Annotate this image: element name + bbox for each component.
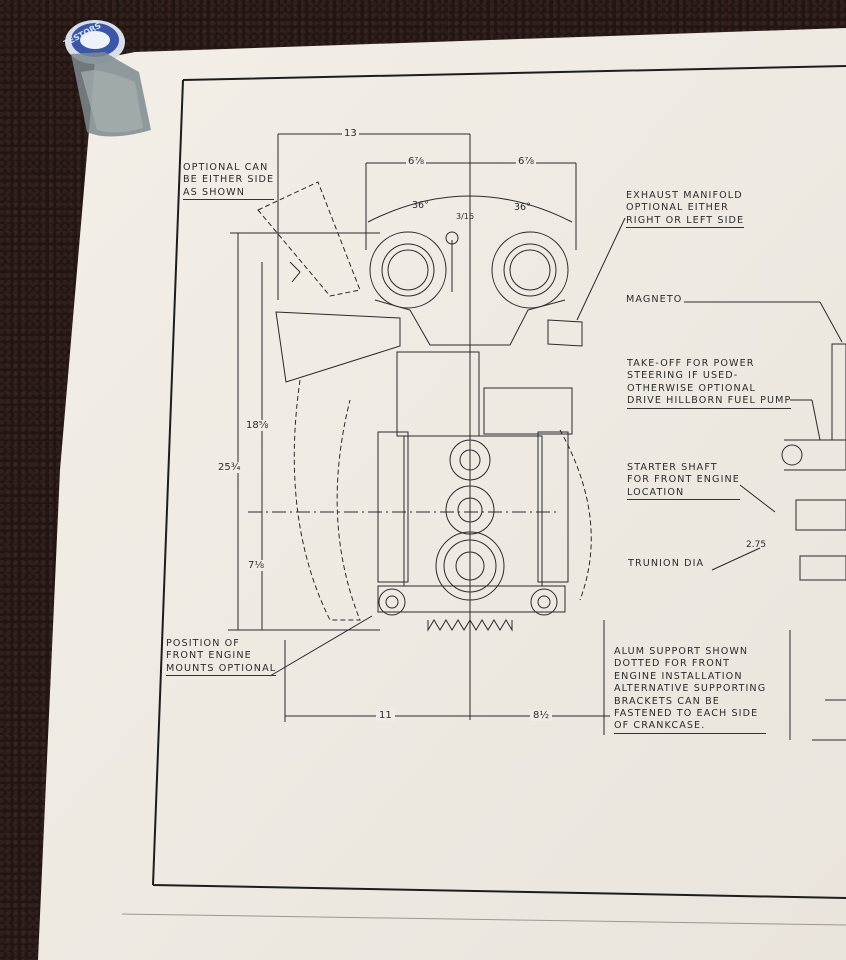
dim-angle-right: 36° (514, 202, 531, 213)
dim-top-width: 13 (342, 128, 359, 139)
dim-left-half: 6⅞ (406, 156, 427, 167)
dim-height-low: 7⅛ (248, 560, 265, 571)
dim-angle-left: 36° (412, 200, 429, 211)
dim-bottom-right: 8½ (530, 710, 553, 721)
trunion-value: 2.75 (746, 540, 767, 550)
dim-bottom-left: 11 (376, 710, 395, 721)
dim-small-fraction: 3/16 (456, 212, 474, 221)
dim-height-mid: 18⅝ (246, 420, 269, 431)
callout-exhaust-manifold: EXHAUST MANIFOLD OPTIONAL EITHER RIGHT O… (626, 190, 745, 229)
callout-take-off: TAKE-OFF FOR POWER STEERING IF USED- OTH… (627, 358, 792, 409)
callout-optional-can: OPTIONAL CAN BE EITHER SIDE AS SHOWN (183, 162, 275, 201)
paint-bottle (65, 20, 151, 137)
dim-height-total: 25¾ (218, 462, 241, 473)
dim-right-half: 6⅞ (516, 156, 537, 167)
callout-trunion: TRUNION DIA (628, 558, 705, 569)
callout-alum-support: ALUM SUPPORT SHOWN DOTTED FOR FRONT ENGI… (614, 646, 767, 734)
callout-starter-shaft: STARTER SHAFT FOR FRONT ENGINE LOCATION (627, 462, 740, 501)
callout-engine-mounts: POSITION OF FRONT ENGINE MOUNTS OPTIONAL (166, 638, 277, 677)
callout-magneto: MAGNETO (626, 294, 683, 305)
